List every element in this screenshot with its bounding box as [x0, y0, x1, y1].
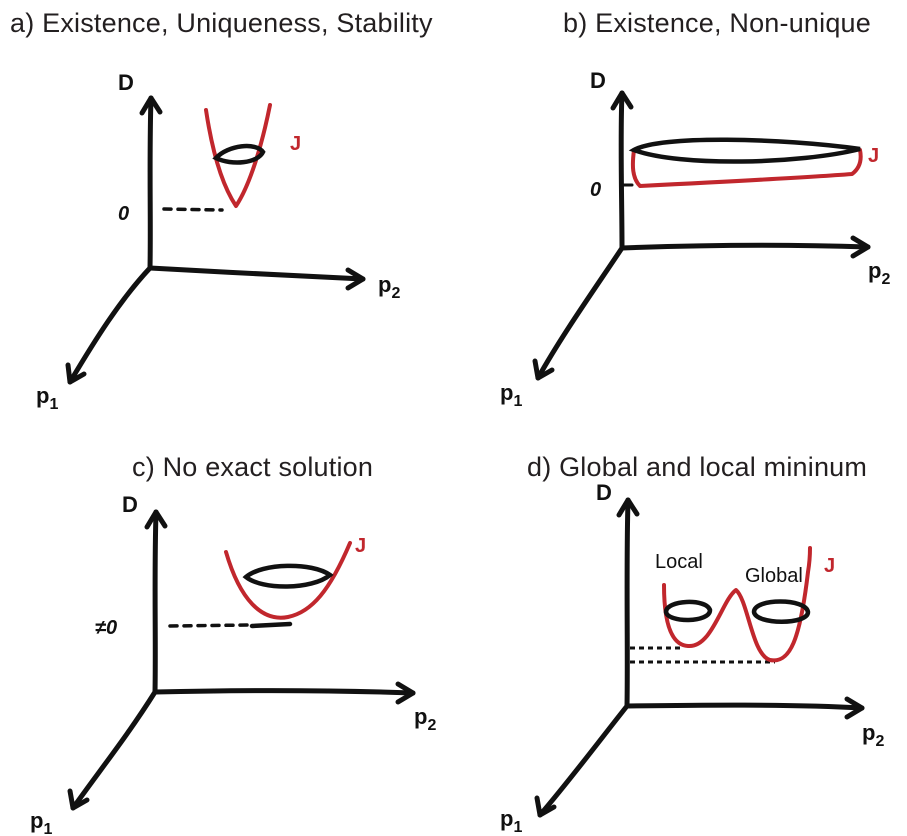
panel-a-zero-label: 0	[118, 203, 129, 225]
panel-d-p2-label: p2	[862, 720, 884, 750]
panel-d-p1-label: p1	[500, 806, 522, 836]
panel-a-title: a) Existence, Uniqueness, Stability	[10, 8, 433, 38]
panel-a-p2-label: p2	[378, 272, 400, 302]
panel-d-j-curve	[662, 546, 812, 663]
panel-b-d-axis	[618, 90, 625, 251]
panel-c-level-ellipse	[242, 563, 334, 589]
panel-c-min-dashes	[168, 623, 252, 628]
panel-d-d-label: D	[596, 480, 612, 505]
panel-a: D p2 p1 0 J	[36, 70, 400, 413]
panel-a-p2-axis	[147, 265, 366, 282]
panel-b-p2-label: p2	[868, 258, 890, 288]
panel-c-d-label: D	[122, 492, 138, 517]
panel-b-j-curve	[630, 148, 863, 188]
panel-d: D p2 p1 Local Global J	[500, 480, 884, 836]
panel-c-p2-arrowhead	[395, 681, 416, 705]
panel-b-p1-label: p1	[500, 380, 522, 410]
panel-c-d-axis	[152, 509, 159, 695]
panel-d-p2-axis	[624, 702, 865, 711]
panel-b-d-label: D	[590, 68, 606, 93]
panel-b-p2-arrowhead	[850, 235, 871, 259]
panel-a-p1-axis	[67, 265, 153, 385]
panel-b-j-label: J	[868, 145, 879, 167]
panel-c-j-label: J	[355, 535, 366, 557]
panel-c-p2-axis	[152, 688, 416, 696]
panel-d-local-ellipse	[663, 599, 713, 623]
panel-b-d-arrowhead	[610, 90, 634, 111]
panel-b-level-ellipse	[628, 137, 861, 164]
panel-c-zero-label: ≠0	[95, 617, 117, 639]
panel-d-p2-arrowhead	[844, 696, 865, 720]
panel-a-j-label: J	[290, 133, 301, 155]
panel-d-j-label: J	[824, 555, 835, 577]
panel-a-min-dashes	[162, 207, 224, 212]
panel-a-d-arrowhead	[139, 95, 163, 116]
panel-d-p1-arrowhead	[534, 795, 557, 818]
panel-d-global-label: Global	[745, 565, 803, 587]
panel-c-p1-axis	[70, 689, 158, 811]
panel-d-d-axis	[624, 497, 631, 709]
panel-b-zero-label: 0	[590, 179, 601, 201]
panel-c-p1-arrowhead	[67, 788, 90, 811]
panel-a-p1-arrowhead	[65, 362, 87, 385]
panel-c-p1-label: p1	[30, 808, 52, 836]
panel-d-d-arrowhead	[616, 497, 640, 518]
panel-b-p1-arrowhead	[532, 358, 555, 381]
panel-b-p2-axis	[619, 242, 871, 251]
panel-a-p2-arrowhead	[345, 267, 366, 291]
panel-b: D p2 p1 0 J	[500, 68, 890, 410]
panel-b-title: b) Existence, Non-unique	[563, 8, 871, 38]
panel-d-local-label: Local	[655, 551, 703, 573]
panel-c-d-arrowhead	[144, 509, 168, 530]
panel-a-d-axis	[147, 95, 154, 271]
panel-d-global-ellipse	[751, 599, 811, 624]
panel-c-min-mark	[249, 621, 293, 629]
panel-a-d-label: D	[118, 70, 134, 95]
panel-c-j-curve	[224, 541, 352, 620]
panel-c-title: c) No exact solution	[132, 452, 374, 482]
panel-c: D p2 p1 ≠0 J	[30, 492, 436, 836]
panel-d-p1-axis	[537, 703, 630, 818]
panel-a-p1-label: p1	[36, 383, 58, 413]
panel-a-j-curve	[204, 103, 272, 208]
panel-d-title: d) Global and local mininum	[527, 452, 868, 482]
panel-a-level-ellipse	[212, 143, 266, 165]
panel-b-p1-axis	[535, 245, 625, 381]
panel-c-p2-label: p2	[414, 704, 436, 734]
